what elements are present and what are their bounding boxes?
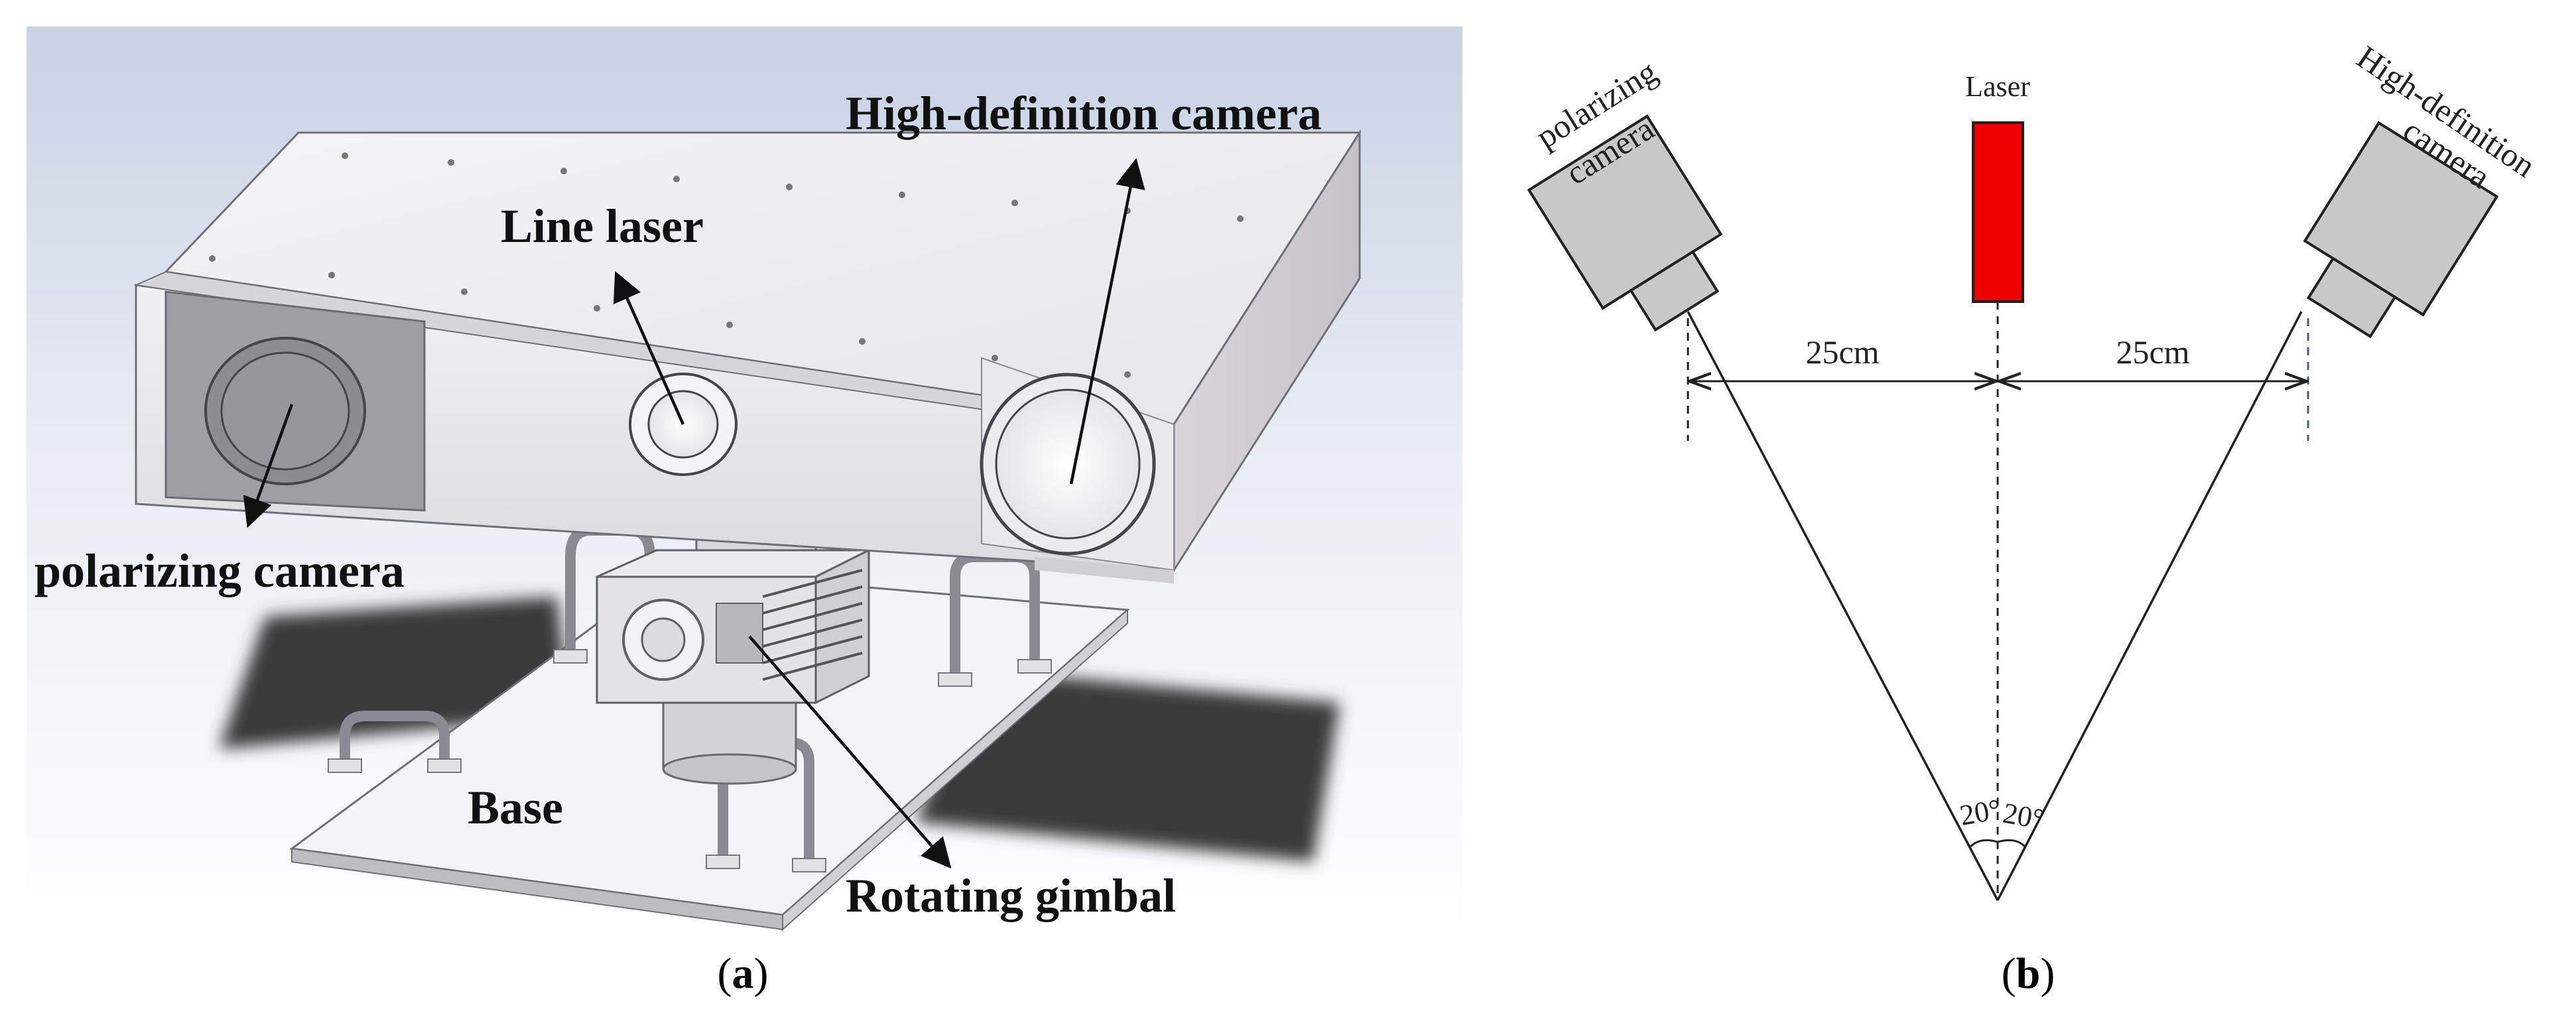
label-dist-left: 25cm [1805,333,1879,371]
hd-camera-icon [2303,121,2499,339]
arrow-line-laser [613,270,685,425]
view-lines [1687,311,2303,901]
panel-a: High-definition camera Line laser polari… [27,27,1462,998]
arrow-hd-camera [1069,158,1145,485]
label-rotating-gimbal: Rotating gimbal [846,869,1176,922]
label-dist-right: 25cm [2116,333,2189,371]
angle-arc-left [1968,839,1998,849]
arrow-rotating-gimbal [748,635,952,869]
angle-arc-right [1997,839,2027,849]
angle-arcs [1968,839,2027,849]
polarizing-camera-lens [204,337,366,485]
polarizing-view-line [1687,311,1999,901]
caption-a: (a) [718,949,769,998]
rotating-gimbal-body [596,548,870,705]
label-polarizing-camera: polarizing camera [34,544,405,597]
label-hd-camera: High-definition camera [846,87,1322,140]
label-base: Base [468,781,563,834]
hd-view-line [1996,311,2303,901]
polarizing-camera-icon [1527,114,1723,332]
handle-feet [328,646,1052,872]
panel-a-arrows [243,158,1145,869]
panel-b: polarizing camera Laser High-definition … [1527,38,2542,998]
label-line-laser: Line laser [501,200,704,253]
arrow-polarizing-camera [243,404,294,528]
label-laser: Laser [1965,70,2030,103]
hd-camera-lens [980,373,1156,556]
label-angle-right: 20° [2000,797,2046,836]
label-angle-left: 20° [1957,793,2003,832]
caption-b: (b) [2002,949,2055,998]
laser-icon [1972,121,2024,303]
